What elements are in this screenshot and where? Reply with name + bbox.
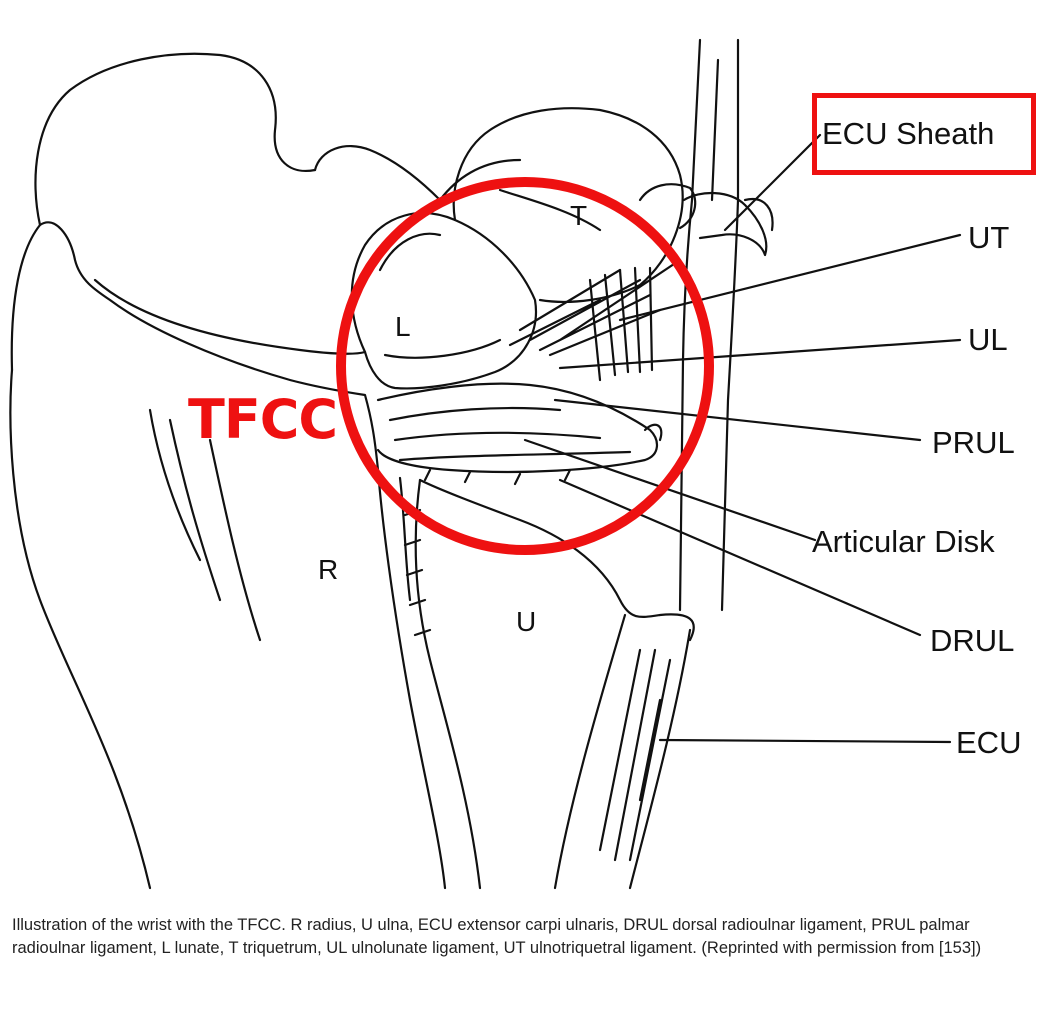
label-ecu-sheath: ECU Sheath: [822, 116, 995, 151]
pisiform-bone: [638, 183, 697, 230]
label-ecu: ECU: [956, 725, 1022, 760]
label-ut: UT: [968, 220, 1010, 255]
tfcc-annotation-label: TFCC: [188, 388, 338, 451]
label-prul: PRUL: [932, 425, 1015, 460]
label-drul: DRUL: [930, 623, 1015, 658]
leader-ut: [618, 233, 962, 322]
wrist-anatomy-illustration: ECU Sheath UT UL PRUL Articular Disk DRU…: [9, 38, 1036, 890]
leader-articular-disk: [523, 438, 817, 542]
tfcc-highlight-circle: [336, 177, 714, 555]
radius-bone: [10, 221, 447, 890]
figure-caption: Illustration of the wrist with the TFCC.…: [12, 916, 982, 957]
label-ul: UL: [968, 322, 1008, 357]
wrist-line-drawing: [9, 38, 962, 890]
label-articular-disk: Articular Disk: [812, 524, 995, 559]
leader-ecu-sheath: [723, 133, 822, 232]
leader-drul: [558, 478, 922, 637]
label-lunate: L: [395, 311, 411, 342]
lunate-bone: [350, 212, 538, 390]
capitate-bone: [313, 145, 522, 202]
leader-ecu: [658, 738, 952, 744]
label-ulna: U: [516, 606, 537, 637]
label-triquetrum: T: [570, 200, 588, 231]
ecu-tendon: [553, 613, 627, 890]
scaphoid-bone: [34, 52, 317, 227]
articular-disk: [376, 382, 658, 474]
label-radius: R: [318, 554, 339, 585]
leader-ul: [558, 338, 962, 370]
ecu-sheath-tendon: [678, 38, 702, 612]
ecu-sheath-highlight-box: [812, 93, 1036, 175]
leader-prul: [553, 398, 922, 442]
ulna-bone: [418, 478, 695, 642]
triquetrum-bone: [452, 107, 684, 303]
